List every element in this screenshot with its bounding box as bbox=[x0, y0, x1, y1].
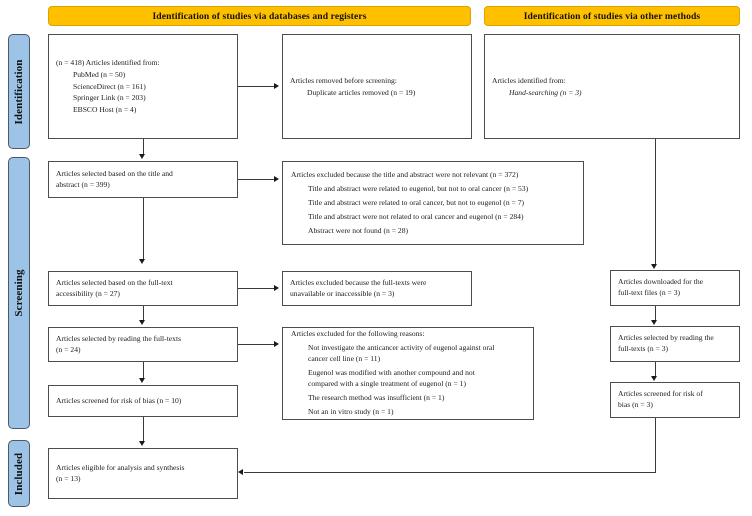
stage-bar-included: Included bbox=[8, 440, 30, 507]
excluded-fulltext-l1: Articles excluded because the full-texts… bbox=[290, 277, 427, 287]
box-other-downloaded-fulltext: Articles downloaded for the full-text fi… bbox=[610, 270, 740, 306]
removed-heading: Articles removed before screening: bbox=[290, 75, 397, 85]
excluded-not-relevant-heading: Articles excluded because the title and … bbox=[291, 169, 519, 179]
other-selected-reading-l1: Articles selected by reading the bbox=[618, 333, 714, 343]
excluded-reason-not-investigate-b: cancer cell line (n = 11) bbox=[308, 354, 381, 364]
excluded-reason-modified-a: Eugenol was modified with another compou… bbox=[308, 368, 475, 378]
box-excluded-fulltext-unavailable: Articles excluded because the full-texts… bbox=[282, 271, 472, 306]
other-identified-handsearching: Hand-searching (n = 3) bbox=[509, 87, 582, 97]
box-articles-removed-before-screening: Articles removed before screening: Dupli… bbox=[282, 34, 472, 139]
arrow-fulltext-to-excluded-unavailable bbox=[274, 284, 279, 291]
connector-identified-to-selected bbox=[142, 139, 144, 155]
identified-springerlink: Springer Link (n = 203) bbox=[73, 93, 146, 103]
connector-fulltext-to-reading bbox=[142, 306, 144, 321]
identified-total: (n = 418) Articles identified from: bbox=[56, 58, 160, 68]
box-excluded-following-reasons: Articles excluded for the following reas… bbox=[282, 327, 534, 420]
excluded-neither-related: Title and abstract were not related to o… bbox=[308, 211, 524, 221]
excluded-reason-not-investigate-a: Not investigate the anticancer activity … bbox=[308, 343, 495, 353]
excluded-oral-cancer-not-eugenol: Title and abstract were related to oral … bbox=[308, 197, 525, 207]
eligible-analysis-l2: (n = 13) bbox=[56, 473, 81, 483]
connector-selected-to-fulltext-access bbox=[142, 198, 144, 260]
box-other-selected-reading: Articles selected by reading the full-te… bbox=[610, 326, 740, 362]
other-downloaded-l1: Articles downloaded for the bbox=[618, 277, 703, 287]
arrow-other-identified-to-downloaded bbox=[651, 264, 658, 269]
selected-title-abstract-l1: Articles selected based on the title and bbox=[56, 168, 173, 178]
connector-other-to-included-horizontal bbox=[244, 472, 655, 474]
arrow-selected-to-excluded-relevant bbox=[274, 175, 279, 182]
banner-other-methods: Identification of studies via other meth… bbox=[484, 6, 740, 26]
connector-reading-to-risk-bias bbox=[142, 362, 144, 379]
other-screened-risk-bias-l2: bias (n = 3) bbox=[618, 400, 653, 409]
selected-reading-l2: (n = 24) bbox=[56, 344, 81, 354]
arrow-identified-to-selected bbox=[139, 154, 146, 159]
eligible-analysis-l1: Articles eligible for analysis and synth… bbox=[56, 462, 185, 472]
arrow-selected-to-fulltext-access bbox=[139, 259, 146, 264]
box-other-screened-risk-bias: Articles screened for risk of bias (n = … bbox=[610, 382, 740, 418]
connector-reading-to-excluded-reasons bbox=[238, 344, 276, 346]
selected-fulltext-l1: Articles selected based on the full-text bbox=[56, 277, 173, 287]
box-selected-title-abstract: Articles selected based on the title and… bbox=[48, 161, 238, 198]
box-selected-fulltext-accessibility: Articles selected based on the full-text… bbox=[48, 271, 238, 306]
box-selected-reading-fulltexts: Articles selected by reading the full-te… bbox=[48, 327, 238, 362]
box-articles-identified-from: (n = 418) Articles identified from: PubM… bbox=[48, 34, 238, 139]
connector-other-to-included-vertical bbox=[654, 418, 656, 473]
selected-reading-l1: Articles selected by reading the full-te… bbox=[56, 333, 182, 343]
arrow-fulltext-to-reading bbox=[139, 320, 146, 325]
arrow-reading-to-excluded-reasons bbox=[274, 340, 279, 347]
selected-title-abstract-l2: abstract (n = 399) bbox=[56, 179, 110, 189]
box-other-articles-identified-from: Articles identified from: Hand-searching… bbox=[484, 34, 740, 139]
identified-ebscohost: EBSCO Host (n = 4) bbox=[73, 105, 137, 115]
stage-bar-screening: Screening bbox=[8, 157, 30, 429]
banner-databases-label: Identification of studies via databases … bbox=[152, 10, 367, 22]
arrow-other-reading-to-risk-bias bbox=[651, 376, 658, 381]
box-eligible-analysis-synthesis: Articles eligible for analysis and synth… bbox=[48, 448, 238, 499]
arrow-identified-to-removed bbox=[274, 82, 279, 89]
excluded-abstract-not-found: Abstract were not found (n = 28) bbox=[308, 225, 409, 235]
arrow-risk-bias-to-eligible bbox=[139, 441, 146, 446]
stage-label-identification: Identification bbox=[13, 59, 25, 124]
box-screened-risk-of-bias: Articles screened for risk of bias (n = … bbox=[48, 385, 238, 417]
connector-selected-to-excluded-relevant bbox=[238, 179, 276, 181]
stage-label-included: Included bbox=[13, 452, 25, 495]
excluded-reason-modified-b: compared with a single treatment of euge… bbox=[308, 378, 467, 388]
arrow-reading-to-risk-bias bbox=[139, 378, 146, 383]
excluded-reasons-heading: Articles excluded for the following reas… bbox=[291, 329, 425, 339]
arrow-other-to-included bbox=[238, 469, 243, 475]
box-excluded-not-relevant: Articles excluded because the title and … bbox=[282, 161, 584, 245]
connector-other-downloaded-to-reading bbox=[654, 306, 656, 321]
excluded-reason-not-in-vitro: Not an in vitro study (n = 1) bbox=[308, 406, 394, 416]
banner-other-methods-label: Identification of studies via other meth… bbox=[523, 10, 701, 22]
screened-risk-bias-label: Articles screened for risk of bias (n = … bbox=[56, 395, 182, 405]
removed-duplicates: Duplicate articles removed (n = 19) bbox=[307, 87, 416, 97]
stage-label-screening: Screening bbox=[13, 269, 25, 317]
stage-bar-identification: Identification bbox=[8, 34, 30, 149]
connector-other-reading-to-risk-bias bbox=[654, 362, 656, 377]
other-downloaded-l2: full-text files (n = 3) bbox=[618, 288, 681, 297]
arrow-other-downloaded-to-reading bbox=[651, 320, 658, 325]
banner-databases-registers: Identification of studies via databases … bbox=[48, 6, 471, 26]
excluded-eugenol-not-oral-cancer: Title and abstract were related to eugen… bbox=[308, 183, 529, 193]
connector-identified-to-removed bbox=[238, 86, 276, 88]
excluded-reason-method-insufficient: The research method was insufficient (n … bbox=[308, 392, 445, 402]
other-selected-reading-l2: full-texts (n = 3) bbox=[618, 344, 669, 353]
connector-risk-bias-to-eligible bbox=[142, 417, 144, 442]
excluded-fulltext-l2: unavailable or inaccessible (n = 3) bbox=[290, 288, 395, 298]
identified-sciencedirect: ScienceDirect (n = 161) bbox=[73, 81, 146, 91]
other-identified-heading: Articles identified from: bbox=[492, 75, 566, 85]
other-screened-risk-bias-l1: Articles screened for risk of bbox=[618, 389, 703, 399]
connector-fulltext-to-excluded-unavailable bbox=[238, 288, 276, 290]
selected-fulltext-l2: accessibility (n = 27) bbox=[56, 288, 120, 298]
identified-pubmed: PubMed (n = 50) bbox=[73, 69, 126, 79]
connector-other-identified-to-downloaded bbox=[654, 139, 656, 265]
